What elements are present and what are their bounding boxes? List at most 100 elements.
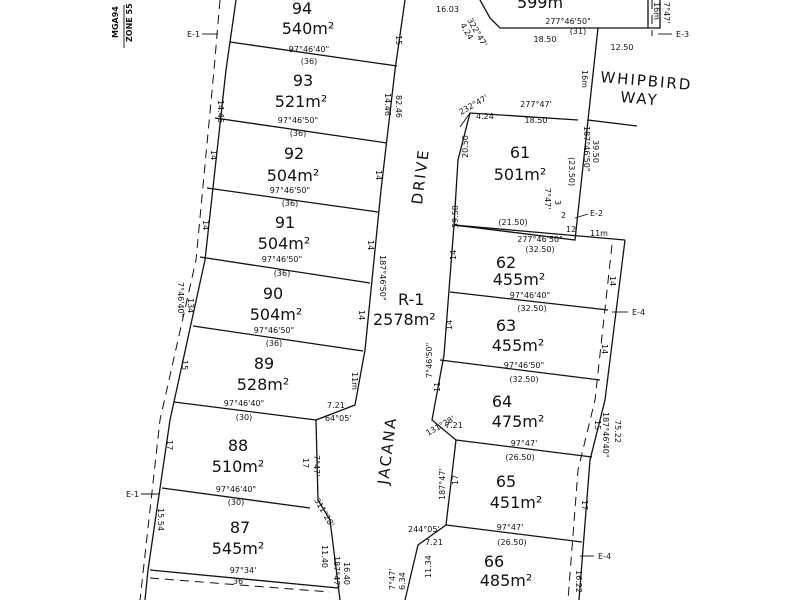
svg-text:97°46'40": 97°46'40": [216, 485, 256, 494]
divider-65-66: [445, 524, 583, 543]
top-lot-boundary: [479, 0, 661, 29]
svg-text:14.46: 14.46: [216, 100, 225, 123]
easement-e4-upper: E-4: [612, 308, 645, 317]
svg-text:187°47': 187°47': [438, 468, 447, 500]
right-rear-boundary: [578, 239, 626, 600]
svg-text:90: 90: [263, 284, 283, 303]
svg-text:14: 14: [201, 220, 210, 230]
svg-text:17: 17: [451, 475, 460, 485]
svg-text:(36): (36): [274, 269, 290, 278]
svg-text:12.50: 12.50: [611, 43, 634, 52]
svg-text:E-4: E-4: [598, 552, 611, 561]
svg-text:485m²: 485m²: [480, 571, 533, 590]
svg-text:94: 94: [292, 0, 312, 18]
svg-text:17: 17: [165, 440, 174, 450]
svg-text:16.22: 16.22: [574, 570, 583, 593]
svg-text:15: 15: [593, 420, 602, 430]
lot-93: 93 521m²: [275, 71, 328, 111]
divider-63-64: [439, 359, 601, 381]
svg-text:E-3: E-3: [676, 30, 689, 39]
divider-87-88: [161, 487, 311, 509]
lot-61: 61 501m²: [494, 143, 547, 184]
lot-65: 65 451m²: [490, 472, 543, 512]
svg-text:187°46'40": 187°46'40": [601, 412, 610, 458]
svg-text:18.50: 18.50: [525, 116, 548, 125]
svg-text:7°47': 7°47': [543, 188, 552, 209]
svg-text:(30): (30): [236, 413, 252, 422]
svg-text:11.34: 11.34: [424, 555, 433, 578]
svg-text:11m: 11m: [350, 372, 359, 390]
svg-text:244°05': 244°05': [408, 525, 440, 534]
svg-text:16.03: 16.03: [436, 5, 459, 14]
svg-text:61: 61: [510, 143, 530, 162]
lot-87: 87 545m²: [212, 518, 265, 558]
left-easement-line: [139, 0, 221, 600]
svg-text:11m: 11m: [590, 229, 608, 238]
svg-text:504m²: 504m²: [258, 234, 311, 253]
svg-text:455m²: 455m²: [493, 270, 546, 289]
svg-text:11.40: 11.40: [320, 545, 329, 568]
svg-text:82.46: 82.46: [394, 95, 403, 118]
svg-text:97°46'50": 97°46'50": [504, 361, 544, 370]
svg-text:7°46'40": 7°46'40": [176, 282, 185, 317]
svg-text:7.21: 7.21: [425, 538, 443, 547]
divider-88-89: [173, 401, 317, 421]
svg-text:97°47': 97°47': [511, 439, 538, 448]
svg-text:2: 2: [561, 211, 566, 220]
left-front-boundary: [315, 0, 406, 600]
svg-text:E-2: E-2: [590, 209, 603, 218]
svg-text:4.24: 4.24: [476, 112, 494, 121]
svg-text:97°46'50": 97°46'50": [254, 326, 294, 335]
svg-text:14: 14: [445, 320, 454, 330]
svg-text:97°46'40": 97°46'40": [224, 399, 264, 408]
svg-text:311°28': 311°28': [312, 497, 336, 529]
svg-text:15: 15: [394, 35, 403, 45]
svg-text:7°47': 7°47': [662, 2, 671, 23]
svg-text:(23.50): (23.50): [567, 157, 576, 186]
easement-e2: E-2: [574, 209, 603, 219]
svg-text:16m: 16m: [652, 2, 661, 20]
svg-text:521m²: 521m²: [275, 92, 328, 111]
right-block: [404, 0, 661, 600]
road-labels: DRIVE JACANA R-1 2578m²: [373, 148, 436, 487]
svg-text:59.50: 59.50: [451, 205, 460, 228]
svg-text:3: 3: [553, 200, 562, 205]
svg-text:545m²: 545m²: [212, 539, 265, 558]
svg-text:15: 15: [180, 360, 189, 370]
left-block: [139, 0, 406, 600]
svg-text:187°46'50": 187°46'50": [378, 255, 387, 301]
svg-text:64°05': 64°05': [325, 414, 352, 423]
svg-text:63: 63: [496, 316, 516, 335]
svg-text:277°46'50": 277°46'50": [545, 17, 591, 26]
svg-text:(36): (36): [290, 129, 306, 138]
lot-92: 92 504m²: [267, 144, 320, 185]
svg-text:187°46'50": 187°46'50": [582, 126, 591, 172]
svg-text:455m²: 455m²: [492, 336, 545, 355]
right-easement-line: [567, 244, 613, 600]
svg-text:17: 17: [301, 458, 310, 468]
svg-text:(26.50): (26.50): [497, 538, 526, 547]
svg-text:14: 14: [209, 150, 218, 160]
svg-text:12: 12: [566, 225, 576, 234]
svg-text:18.50: 18.50: [534, 35, 557, 44]
svg-text:16m: 16m: [580, 70, 589, 88]
svg-text:E-1: E-1: [187, 30, 200, 39]
divider-61-62: [453, 224, 626, 241]
svg-text:14: 14: [449, 250, 458, 260]
svg-text:65: 65: [496, 472, 516, 491]
svg-text:97°46'50": 97°46'50": [278, 116, 318, 125]
grid-zone: ZONE 55: [125, 3, 134, 42]
lot-88: 88 510m²: [212, 436, 265, 476]
svg-text:97°46'40": 97°46'40": [510, 291, 550, 300]
lot-63: 63 455m²: [492, 316, 545, 355]
grid-reference: MGA94 ZONE 55: [111, 3, 134, 48]
easement-86: [149, 577, 331, 593]
svg-text:187°47': 187°47': [332, 556, 341, 588]
svg-text:(36): (36): [301, 57, 317, 66]
lot-89: 89 528m²: [237, 354, 290, 394]
divider-89-90: [192, 325, 364, 352]
divider-90-91: [199, 256, 371, 284]
lot-62: 62 455m²: [493, 253, 546, 289]
svg-text:97°46'40": 97°46'40": [289, 45, 329, 54]
svg-text:14: 14: [366, 240, 375, 250]
